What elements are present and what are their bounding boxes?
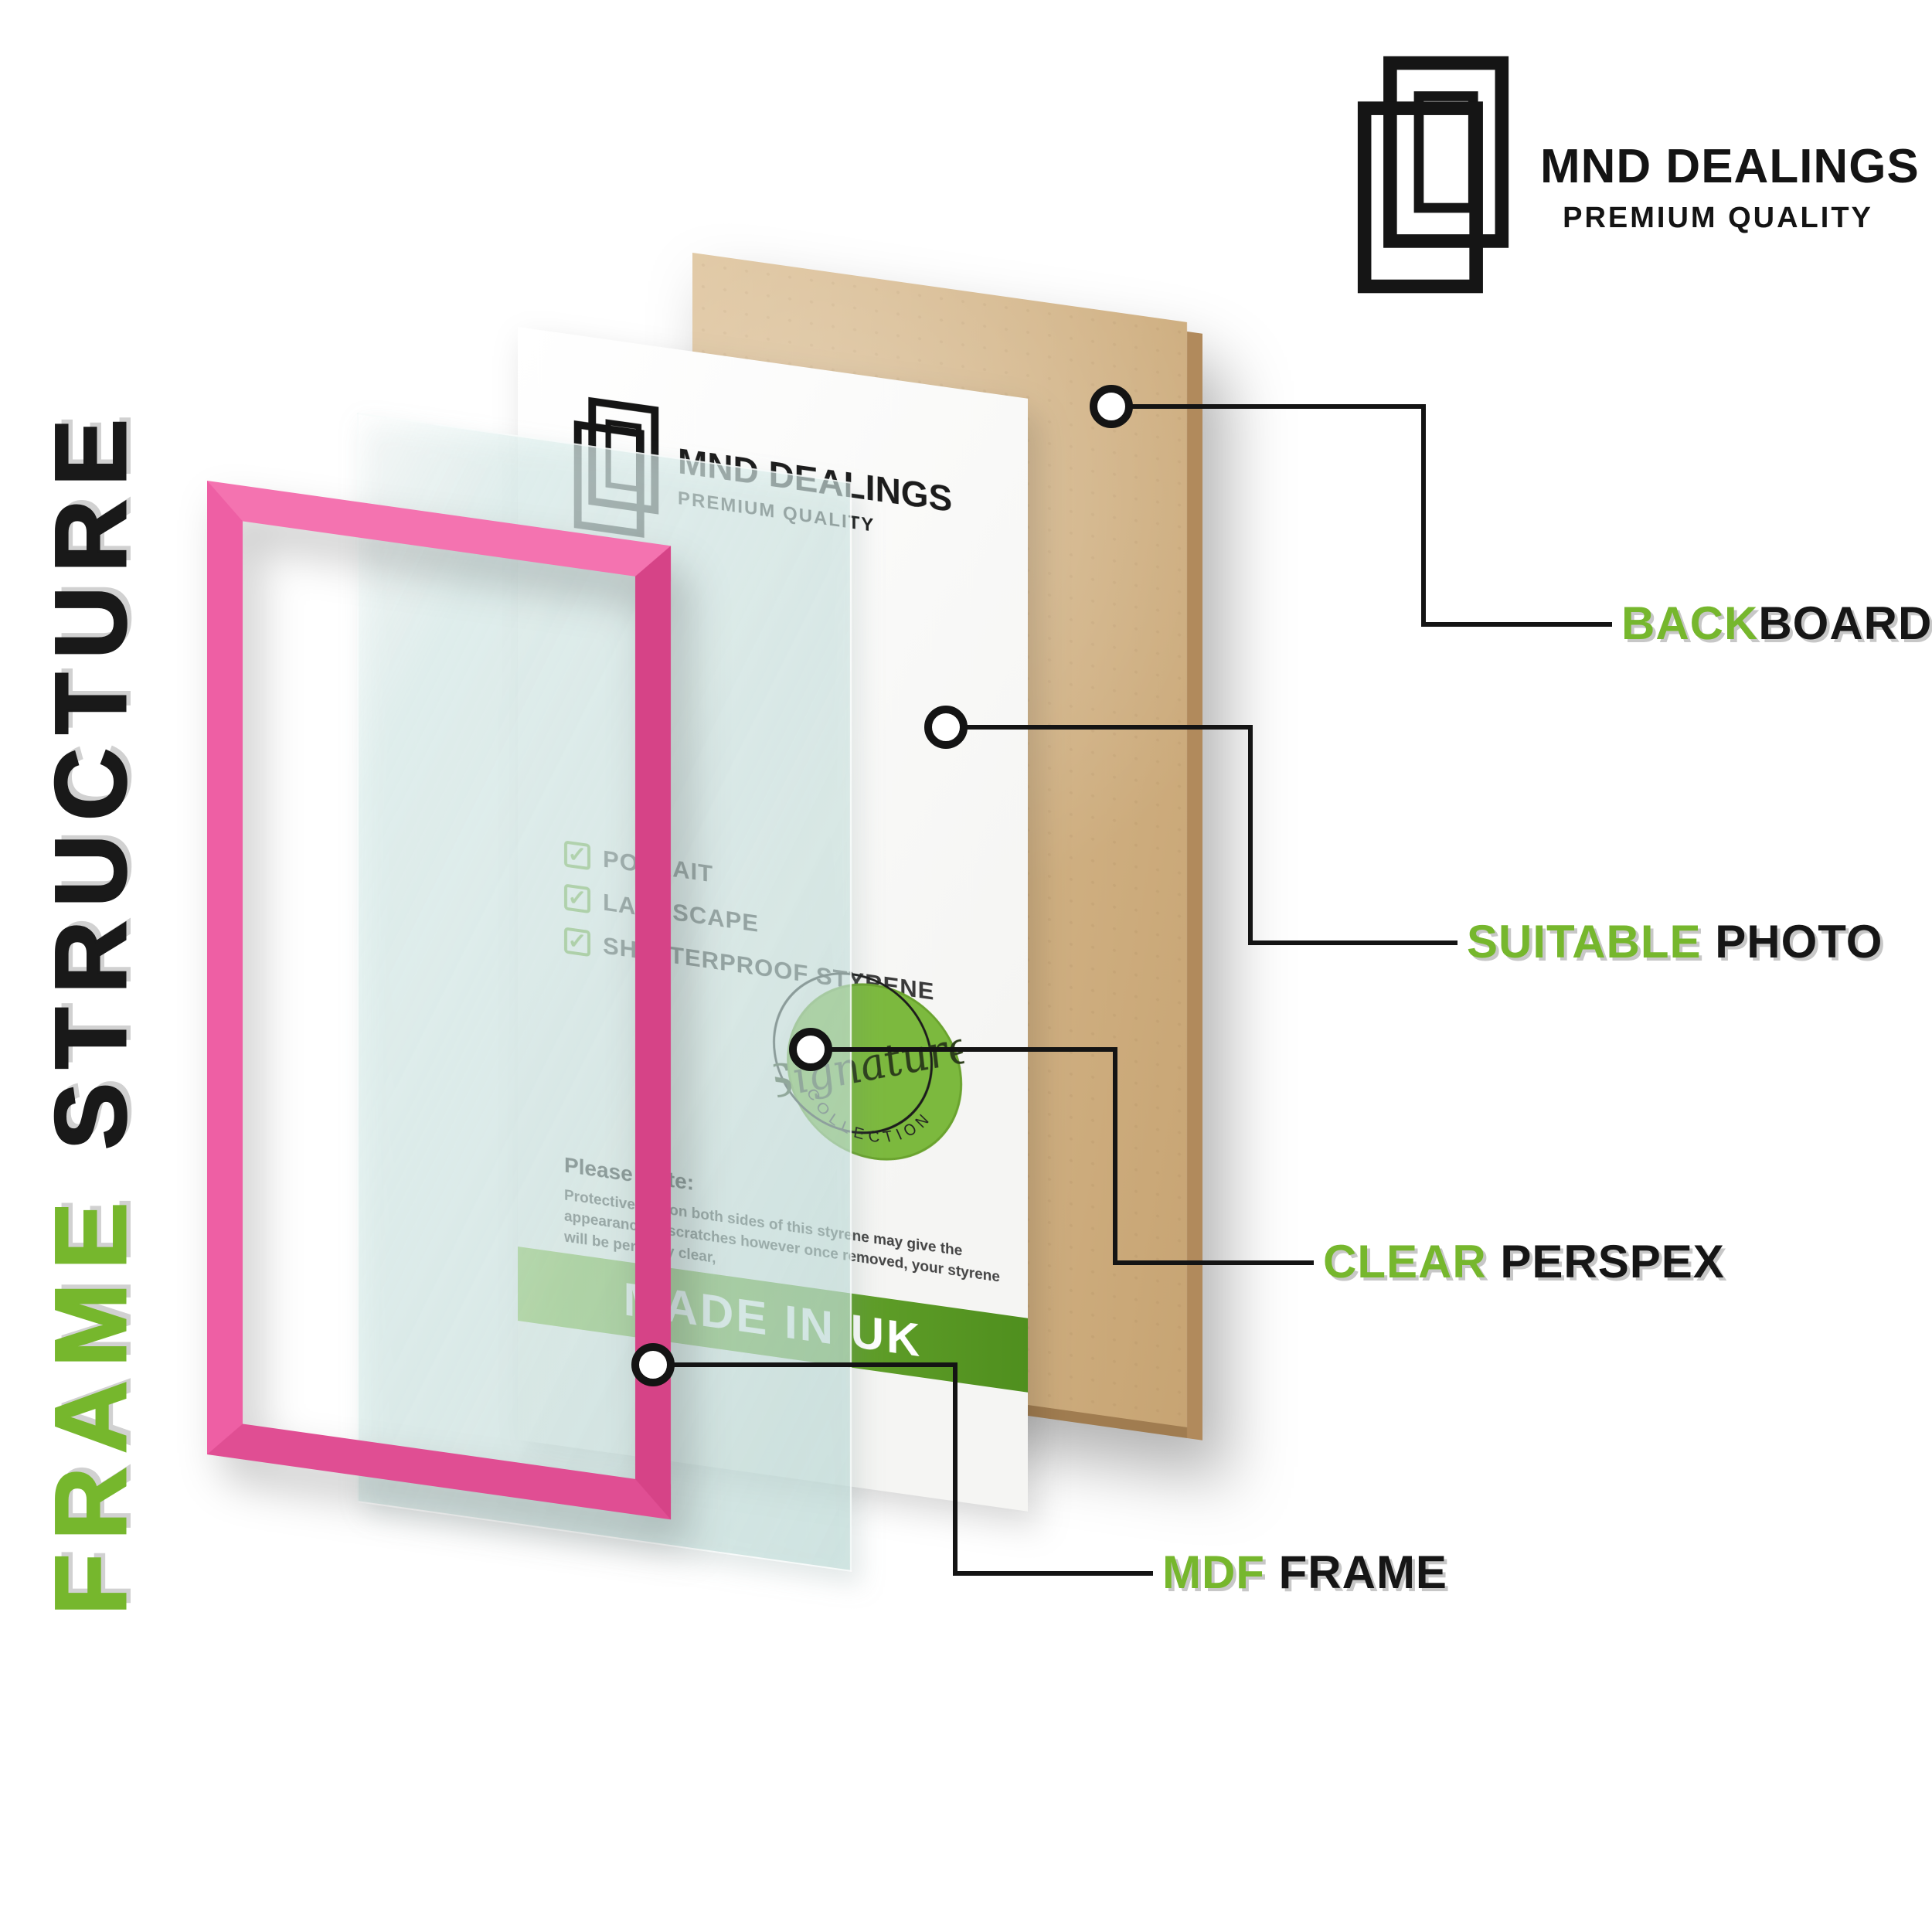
brand-name: MND DEALINGS <box>1540 140 1920 193</box>
brand-logo: MND DEALINGS PREMIUM QUALITY <box>1354 53 1920 300</box>
frame-logo-icon <box>1357 56 1509 294</box>
label-green-part: CLEAR <box>1323 1236 1487 1287</box>
label-green-part: BACK <box>1621 597 1759 649</box>
title-word-frame: FRAME <box>33 1187 148 1616</box>
title-word-structure: STRUCTURE <box>33 404 148 1151</box>
label-green-part: SUITABLE <box>1467 916 1702 968</box>
callout-label-clear-perspex: CLEAR PERSPEX <box>1323 1235 1725 1288</box>
brand-tagline: PREMIUM QUALITY <box>1563 202 1873 234</box>
callout-label-backboard: BACKBOARD <box>1621 597 1932 650</box>
vertical-title: FRAME STRUCTURE <box>32 301 148 1617</box>
label-black-part: BOARD <box>1758 597 1932 649</box>
label-black-part: FRAME <box>1264 1546 1447 1598</box>
label-green-part: MDF <box>1162 1546 1265 1598</box>
callout-label-mdf-frame: MDF FRAME <box>1162 1546 1447 1599</box>
mdf-frame-layer <box>207 481 671 1520</box>
label-black-part: PHOTO <box>1701 916 1883 968</box>
callout-label-suitable-photo: SUITABLE PHOTO <box>1467 915 1883 968</box>
brand-text: MND DEALINGS PREMIUM QUALITY <box>1540 139 1920 235</box>
label-black-part: PERSPEX <box>1486 1236 1725 1287</box>
